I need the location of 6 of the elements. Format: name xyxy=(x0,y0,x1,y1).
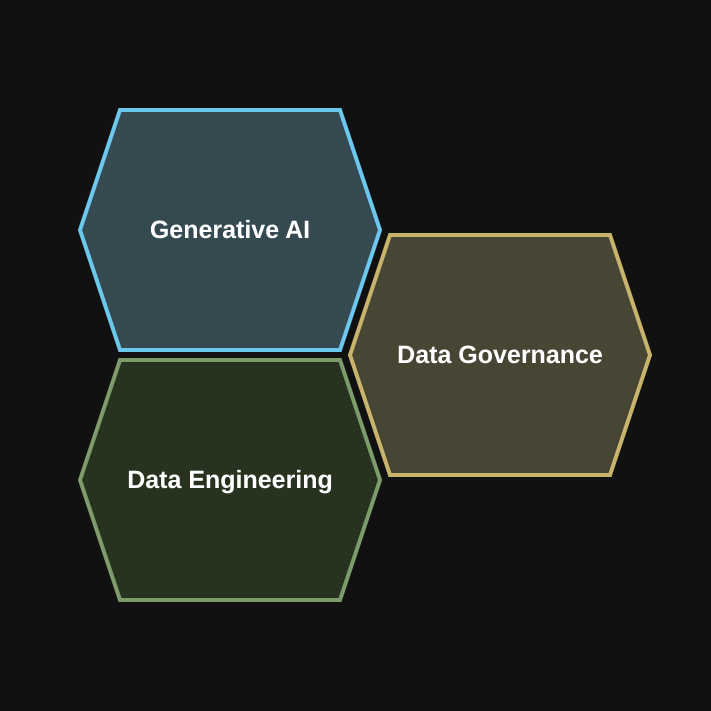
hexagon xyxy=(350,235,650,475)
hexagon xyxy=(80,360,380,600)
hexagon-label: Generative AI xyxy=(150,215,310,245)
hexagon-label: Data Governance xyxy=(397,340,603,370)
hexagon-label: Data Engineering xyxy=(127,465,333,495)
hexagon xyxy=(80,110,380,350)
